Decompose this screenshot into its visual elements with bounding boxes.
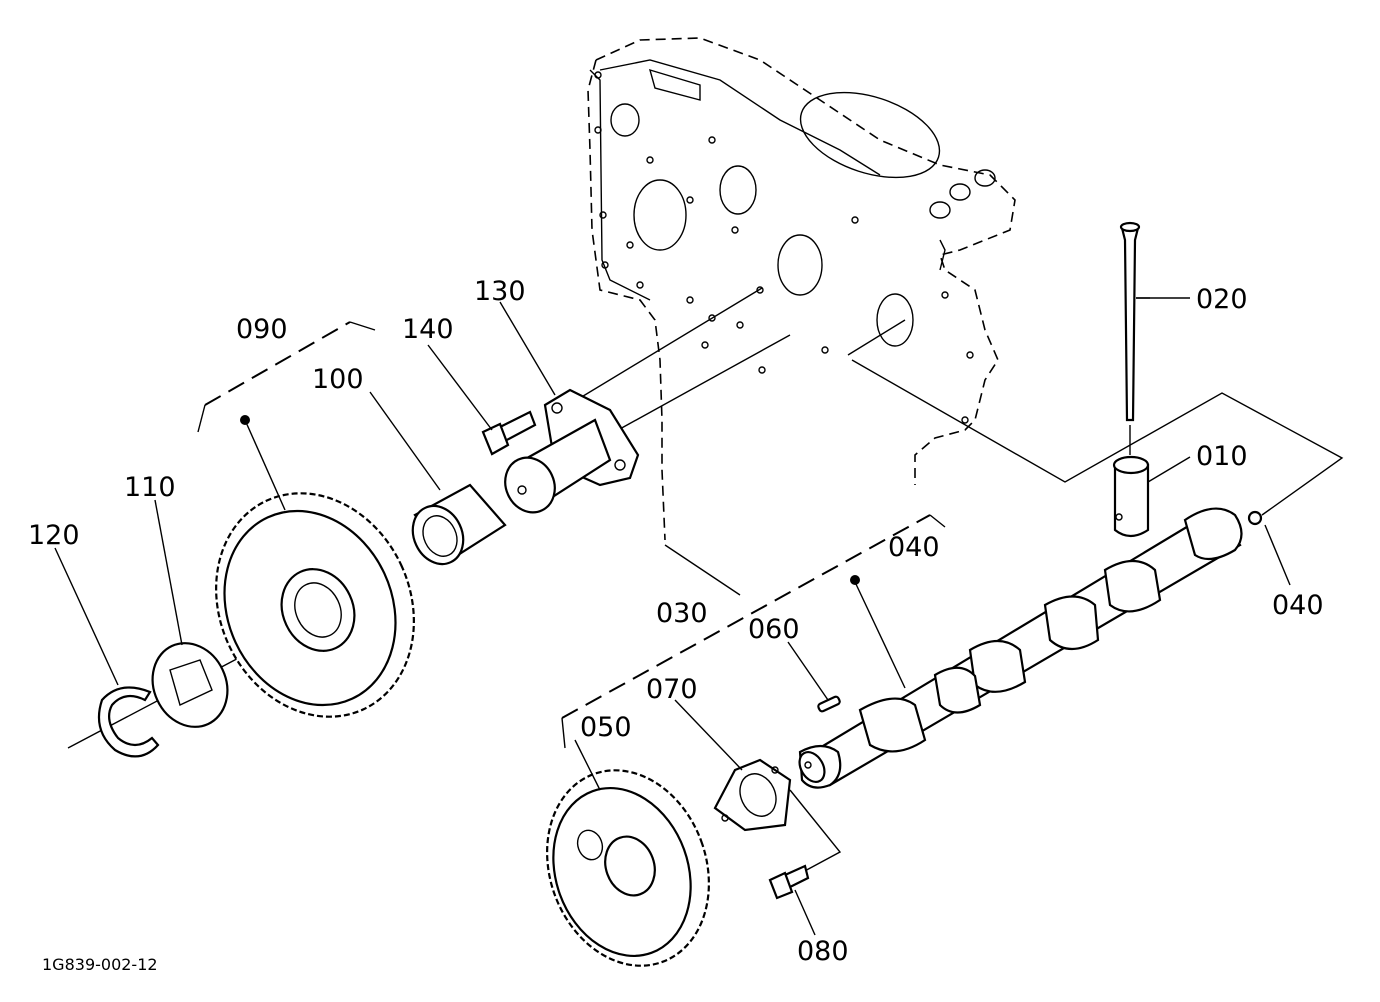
label-070: 070 (646, 674, 698, 705)
label-040-camshaft: 040 (888, 532, 940, 563)
bushing (411, 483, 507, 566)
label-060: 060 (748, 614, 800, 645)
label-100: 100 (312, 364, 364, 395)
label-leaders (54, 297, 1291, 936)
push-rod (1119, 221, 1141, 422)
group-030-bracket (561, 514, 931, 719)
stopper-bolt (768, 864, 810, 900)
label-140: 140 (402, 314, 454, 345)
group-090-bracket (204, 321, 351, 406)
cam-gear (546, 769, 710, 967)
camshaft-stopper (713, 758, 792, 832)
tappet (1112, 455, 1150, 538)
steel-ball (1247, 510, 1263, 526)
camshaft (798, 507, 1243, 789)
collar (151, 642, 229, 728)
engine-block (587, 37, 1016, 541)
label-050: 050 (580, 712, 632, 743)
label-120: 120 (28, 520, 80, 551)
bolt (481, 410, 537, 456)
label-020: 020 (1196, 284, 1248, 315)
label-080: 080 (797, 936, 849, 967)
label-130: 130 (474, 276, 526, 307)
label-010: 010 (1196, 441, 1248, 472)
label-040-ball: 040 (1272, 590, 1324, 621)
label-030: 030 (656, 598, 708, 629)
idle-gear (215, 492, 415, 718)
diagram-code: 1G839-002-12 (42, 955, 158, 974)
snap-ring (97, 686, 160, 758)
idler-shaft (504, 388, 640, 514)
key (817, 695, 841, 713)
label-090: 090 (236, 314, 288, 345)
label-110: 110 (124, 472, 176, 503)
